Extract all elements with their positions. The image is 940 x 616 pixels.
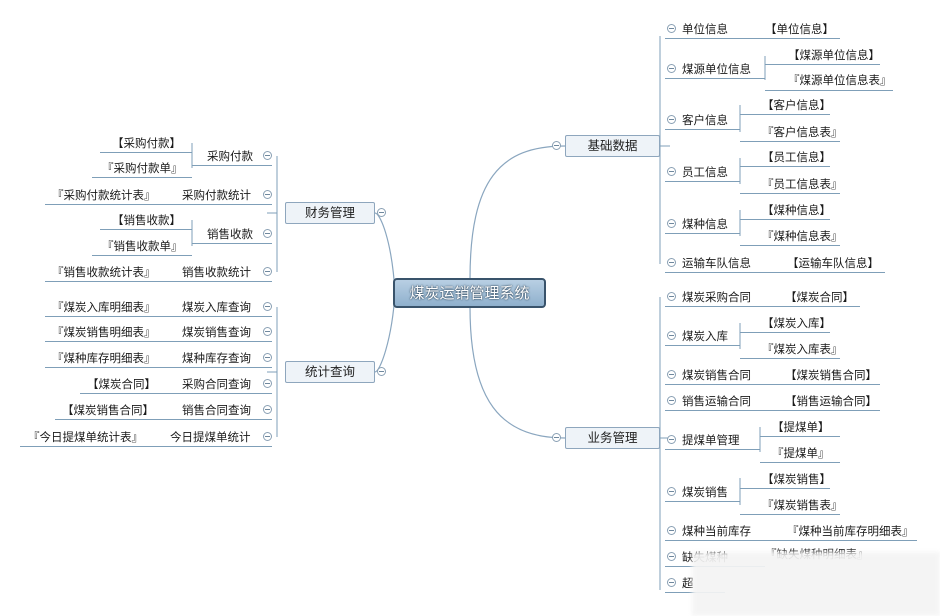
node-today-pickup-stats[interactable]: 今日提煤单统计 (170, 430, 251, 444)
root-node[interactable]: 煤炭运销管理系统 (393, 278, 546, 308)
collapse-icon[interactable] (552, 141, 561, 150)
leaf-sales-receipt-stats[interactable]: 『销售收款统计表』 (52, 265, 156, 279)
node-unit-info[interactable]: 单位信息 (682, 22, 728, 36)
collapse-icon[interactable] (667, 115, 676, 124)
collapse-icon[interactable] (377, 367, 386, 376)
branch-label: 统计查询 (304, 364, 355, 379)
node-coal-sales[interactable]: 煤炭销售 (682, 485, 728, 499)
collapse-icon[interactable] (667, 24, 676, 33)
leaf-customer-table[interactable]: 『客户信息表』 (762, 125, 843, 139)
collapse-icon[interactable] (667, 552, 676, 561)
leaf-coal-in[interactable]: 【煤炭入库】 (762, 316, 831, 330)
node-sales-receipt-stats[interactable]: 销售收款统计 (182, 265, 251, 279)
collapse-icon[interactable] (263, 151, 272, 160)
collapse-icon[interactable] (667, 487, 676, 496)
node-coal-sales-query[interactable]: 煤炭销售查询 (182, 325, 251, 339)
collapse-icon[interactable] (263, 379, 272, 388)
node-transport-contract[interactable]: 销售运输合同 (682, 394, 751, 408)
collapse-icon[interactable] (667, 526, 676, 535)
branch-label: 财务管理 (304, 205, 355, 220)
node-coal-source-unit[interactable]: 煤源单位信息 (682, 62, 751, 76)
collapse-icon[interactable] (667, 435, 676, 444)
leaf-transport-contract[interactable]: 【销售运输合同】 (785, 394, 877, 408)
collapse-icon[interactable] (263, 327, 272, 336)
collapse-icon[interactable] (667, 258, 676, 267)
node-stock-query[interactable]: 煤种库存查询 (182, 351, 251, 365)
collapse-icon[interactable] (263, 190, 272, 199)
node-customer[interactable]: 客户信息 (682, 113, 728, 127)
root-label: 煤炭运销管理系统 (409, 284, 530, 302)
collapse-icon[interactable] (667, 578, 676, 587)
leaf-current-stock[interactable]: 『煤种当前库存明细表』 (787, 524, 914, 538)
leaf-purchase-pay[interactable]: 【采购付款】 (112, 136, 181, 150)
node-sales-contract-query[interactable]: 销售合同查询 (182, 403, 251, 417)
collapse-icon[interactable] (263, 353, 272, 362)
leaf-coal-type[interactable]: 【煤种信息】 (762, 203, 831, 217)
branch-label: 业务管理 (587, 430, 638, 445)
node-sales-contract[interactable]: 煤炭销售合同 (682, 368, 751, 382)
collapse-icon[interactable] (263, 405, 272, 414)
collapse-icon[interactable] (263, 302, 272, 311)
leaf-purchase-pay-stats[interactable]: 『采购付款统计表』 (52, 188, 156, 202)
leaf-sales-receipt[interactable]: 【销售收款】 (112, 213, 181, 227)
node-current-stock[interactable]: 煤种当前库存 (682, 524, 751, 538)
node-purchase-contract-query[interactable]: 采购合同查询 (182, 377, 251, 391)
leaf-coal-in-table[interactable]: 『煤炭入库表』 (762, 342, 843, 356)
branch-finance[interactable]: 财务管理 (285, 202, 375, 224)
blurred-region (692, 552, 940, 616)
node-purchase-pay-stats[interactable]: 采购付款统计 (182, 188, 251, 202)
leaf-coal-source-unit[interactable]: 【煤源单位信息】 (788, 48, 880, 62)
leaf-purchase-contract[interactable]: 【煤炭合同】 (785, 290, 854, 304)
node-coal-in[interactable]: 煤炭入库 (682, 329, 728, 343)
collapse-icon[interactable] (263, 267, 272, 276)
node-coal-type[interactable]: 煤种信息 (682, 217, 728, 231)
leaf-pickup-form[interactable]: 『提煤单』 (772, 446, 830, 460)
leaf-sales-receipt-form[interactable]: 『销售收款单』 (102, 239, 183, 253)
leaf-today-pickup-stats[interactable]: 『今日提煤单统计表』 (28, 430, 143, 444)
node-purchase-pay[interactable]: 采购付款 (207, 149, 253, 163)
collapse-icon[interactable] (667, 292, 676, 301)
collapse-icon[interactable] (667, 396, 676, 405)
collapse-icon[interactable] (552, 433, 561, 442)
collapse-icon[interactable] (667, 167, 676, 176)
leaf-fleet[interactable]: 【运输车队信息】 (787, 256, 879, 270)
node-fleet[interactable]: 运输车队信息 (682, 256, 751, 270)
node-employee[interactable]: 员工信息 (682, 165, 728, 179)
branch-stats[interactable]: 统计查询 (285, 361, 375, 383)
leaf-purchase-pay-form[interactable]: 『采购付款单』 (102, 161, 183, 175)
collapse-icon[interactable] (667, 64, 676, 73)
node-sales-receipt[interactable]: 销售收款 (207, 227, 253, 241)
leaf-sales-contract-query[interactable]: 【煤炭销售合同】 (62, 403, 154, 417)
leaf-coal-source-unit-table[interactable]: 『煤源单位信息表』 (788, 73, 892, 87)
leaf-pickup[interactable]: 【提煤单】 (772, 420, 830, 434)
leaf-purchase-contract-query[interactable]: 【煤炭合同】 (87, 377, 156, 391)
leaf-stock-query[interactable]: 『煤种库存明细表』 (52, 351, 156, 365)
node-partial-2[interactable]: 超 (682, 576, 694, 590)
leaf-coal-sales[interactable]: 【煤炭销售】 (762, 472, 831, 486)
leaf-employee[interactable]: 【员工信息】 (762, 150, 831, 164)
leaf-coal-sales-query[interactable]: 『煤炭销售明细表』 (52, 325, 156, 339)
leaf-unit-info[interactable]: 【单位信息】 (765, 22, 834, 36)
collapse-icon[interactable] (263, 432, 272, 441)
branch-business[interactable]: 业务管理 (565, 427, 660, 449)
leaf-coal-type-table[interactable]: 『煤种信息表』 (762, 229, 843, 243)
branch-label: 基础数据 (587, 138, 638, 153)
node-pickup-mgmt[interactable]: 提煤单管理 (682, 433, 740, 447)
node-coal-in-query[interactable]: 煤炭入库查询 (182, 300, 251, 314)
collapse-icon[interactable] (667, 219, 676, 228)
collapse-icon[interactable] (377, 208, 386, 217)
collapse-icon[interactable] (667, 331, 676, 340)
node-purchase-contract[interactable]: 煤炭采购合同 (682, 290, 751, 304)
branch-basic-data[interactable]: 基础数据 (565, 135, 660, 157)
leaf-coal-sales-table[interactable]: 『煤炭销售表』 (762, 498, 843, 512)
collapse-icon[interactable] (667, 370, 676, 379)
leaf-coal-in-query[interactable]: 『煤炭入库明细表』 (52, 300, 156, 314)
collapse-icon[interactable] (263, 229, 272, 238)
leaf-employee-table[interactable]: 『员工信息表』 (762, 177, 843, 191)
leaf-customer[interactable]: 【客户信息】 (762, 98, 831, 112)
leaf-sales-contract[interactable]: 【煤炭销售合同】 (785, 368, 877, 382)
